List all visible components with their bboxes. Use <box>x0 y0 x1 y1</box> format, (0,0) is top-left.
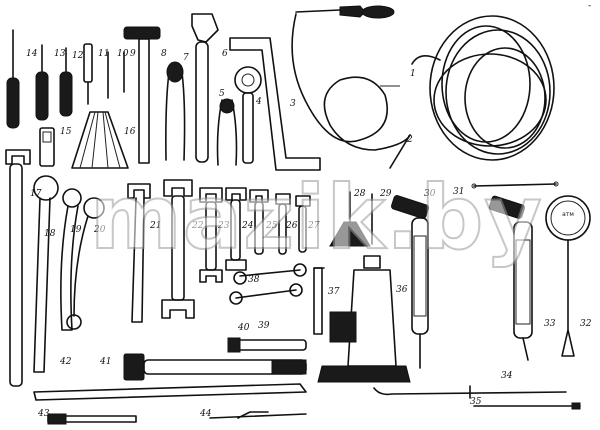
socket-extension-40 <box>227 337 307 353</box>
screwdriver-12 <box>59 47 73 117</box>
callout-35: 35 <box>470 397 482 407</box>
callout-21: 21 <box>149 221 161 231</box>
callout-16: 16 <box>124 127 136 137</box>
callout-1: 1 <box>410 69 416 79</box>
callout-2: 2 <box>406 135 413 145</box>
tyre-gauge-32: атм <box>545 195 591 357</box>
adjustable-wrench-6 <box>191 13 219 163</box>
gauge-scale-text: атм <box>562 211 574 218</box>
callout-32: 32 <box>580 319 592 329</box>
pliers-7 <box>165 61 186 161</box>
l-wheel-wrench-3 <box>229 37 321 171</box>
callout-23: 23 <box>217 221 230 231</box>
pry-bar-34 <box>373 385 567 399</box>
callout-22: 22 <box>191 221 204 231</box>
funnel-16 <box>71 111 129 169</box>
callout-28: 28 <box>353 189 366 199</box>
long-wrench-17 <box>5 149 31 387</box>
callout-44: 44 <box>199 409 212 419</box>
corner-mark: - <box>588 1 591 11</box>
callout-5: 5 <box>219 89 225 99</box>
screwdriver-13 <box>35 44 49 121</box>
callout-11: 11 <box>98 49 109 59</box>
inspection-lamp-2 <box>291 5 411 169</box>
callout-36: 36 <box>396 285 408 295</box>
callout-19: 19 <box>70 225 82 235</box>
callout-26: 26 <box>285 221 298 231</box>
callout-40: 40 <box>237 323 250 333</box>
callout-4: 4 <box>255 97 262 107</box>
feeler-bar-31 <box>471 181 559 189</box>
callout-42: 42 <box>59 357 72 367</box>
box-spanner-4 <box>234 66 262 164</box>
socket-15 <box>39 127 55 167</box>
callout-3: 3 <box>290 99 296 109</box>
wrench-24 <box>225 187 247 271</box>
double-wrench-38 <box>233 263 307 285</box>
callout-14: 14 <box>26 49 38 59</box>
callout-8: 8 <box>161 49 167 59</box>
wrench-27 <box>295 195 311 253</box>
bar-42 <box>33 383 307 401</box>
callout-30: 30 <box>424 189 436 199</box>
ring-wrench-20 <box>66 197 105 330</box>
callout-41: 41 <box>99 357 111 367</box>
callout-34: 34 <box>501 371 513 381</box>
double-wrench-39 <box>229 283 303 305</box>
callout-43: 43 <box>37 409 50 419</box>
callout-31: 31 <box>453 187 464 197</box>
wrench-22 <box>161 179 195 319</box>
ring-wrench-18 <box>33 175 59 373</box>
coiled-cable-1 <box>411 15 555 161</box>
rod-35 <box>473 402 581 410</box>
callout-13: 13 <box>54 49 66 59</box>
callout-9: 9 <box>130 49 136 59</box>
punch-11 <box>83 43 93 105</box>
hex-key-37 <box>313 267 325 335</box>
callout-25: 25 <box>265 221 278 231</box>
callout-17: 17 <box>30 189 42 199</box>
wrench-23 <box>199 187 223 283</box>
callout-27: 27 <box>307 221 320 231</box>
callout-15: 15 <box>60 127 72 137</box>
tool-44 <box>209 411 307 419</box>
callout-24: 24 <box>241 221 254 231</box>
callout-33: 33 <box>544 319 556 329</box>
screwdriver-14 <box>6 29 20 129</box>
wrench-21 <box>127 183 151 323</box>
grease-funnel-28 <box>329 191 371 247</box>
ring-wrench-19 <box>60 188 82 331</box>
watermark-text: mazik.by <box>90 166 543 269</box>
callout-18: 18 <box>44 229 56 239</box>
tool-43 <box>47 413 137 425</box>
wrench-26 <box>275 193 291 255</box>
pliers-5 <box>216 98 238 166</box>
callout-29: 29 <box>379 189 392 199</box>
wrench-25 <box>249 189 269 255</box>
jack-36 <box>317 255 411 383</box>
hammer-8 <box>123 26 161 164</box>
callout-7: 7 <box>183 53 189 63</box>
callout-39: 39 <box>258 321 270 331</box>
callout-12: 12 <box>72 51 84 61</box>
grease-gun-33 <box>488 195 533 361</box>
callout-10: 10 <box>117 49 129 59</box>
wheel-brace-41 <box>123 353 307 381</box>
grease-gun-30 <box>390 195 430 369</box>
callout-37: 37 <box>328 287 340 297</box>
callout-20: 20 <box>93 225 106 235</box>
callout-38: 38 <box>248 275 260 285</box>
callout-6: 6 <box>222 49 228 59</box>
